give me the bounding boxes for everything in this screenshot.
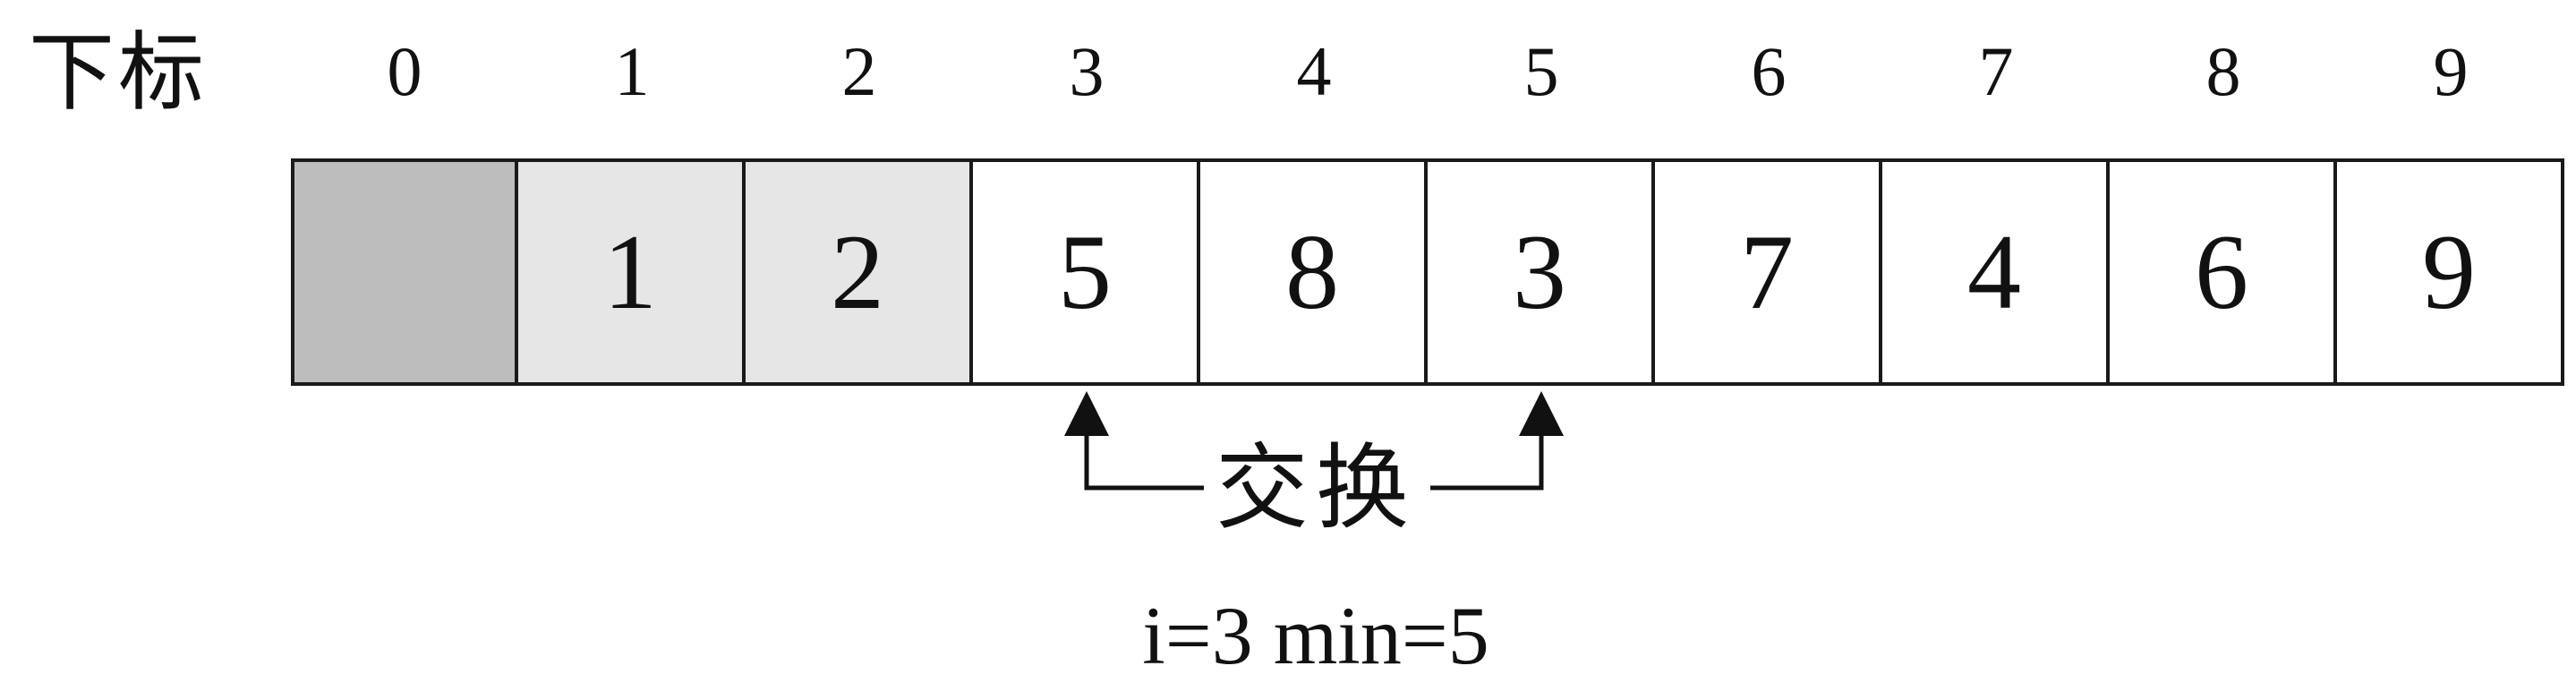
- index-label: 3: [1069, 32, 1105, 110]
- array-cell: 5: [973, 158, 1200, 386]
- array-cell: 3: [1428, 158, 1655, 386]
- index-label: 5: [1523, 32, 1559, 110]
- index-label: 6: [1751, 32, 1787, 110]
- index-label: 8: [2205, 32, 2241, 110]
- loop-state-label: i=3 min=5: [1142, 590, 1489, 681]
- sentinel-cell: [291, 158, 518, 386]
- index-row-label: 下标: [29, 22, 208, 123]
- index-label: 4: [1296, 32, 1332, 110]
- array-cell: 4: [1882, 158, 2110, 386]
- index-label: 9: [2433, 32, 2469, 110]
- index-label: 0: [387, 32, 422, 110]
- index-label: 1: [614, 32, 650, 110]
- array-cell: 9: [2337, 158, 2564, 386]
- swap-label: 交换: [1215, 433, 1416, 542]
- array-cell: 6: [2110, 158, 2337, 386]
- index-label: 7: [1978, 32, 2014, 110]
- array-cell: 1: [518, 158, 746, 386]
- array-cell: 2: [746, 158, 973, 386]
- array-cell: 8: [1200, 158, 1428, 386]
- array-cell: 7: [1655, 158, 1882, 386]
- index-label: 2: [841, 32, 877, 110]
